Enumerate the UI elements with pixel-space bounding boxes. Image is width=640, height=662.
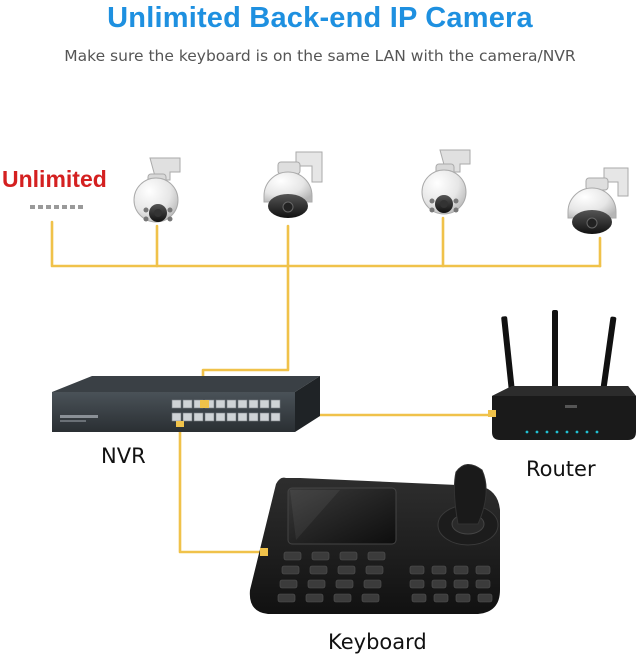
nvr-label: NVR [101,444,146,468]
page-subtitle: Make sure the keyboard is on the same LA… [64,47,576,65]
keyboard-label: Keyboard [328,630,427,654]
camera-2-icon [263,151,323,218]
unlimited-dashes [30,205,83,209]
camera-1-icon [133,157,181,223]
page-title: Unlimited Back-end IP Camera [107,2,533,34]
router-icon [488,310,636,440]
camera-3-icon [421,149,471,215]
unlimited-label: Unlimited [2,166,107,192]
camera-4-icon [567,167,629,234]
cable-nvr-to-keyboard [178,424,266,554]
keypad-buttons [277,551,493,603]
nvr-icon [52,376,320,432]
router-label: Router [526,457,596,481]
cable-backbone [50,220,602,268]
keyboard-icon [249,464,500,614]
